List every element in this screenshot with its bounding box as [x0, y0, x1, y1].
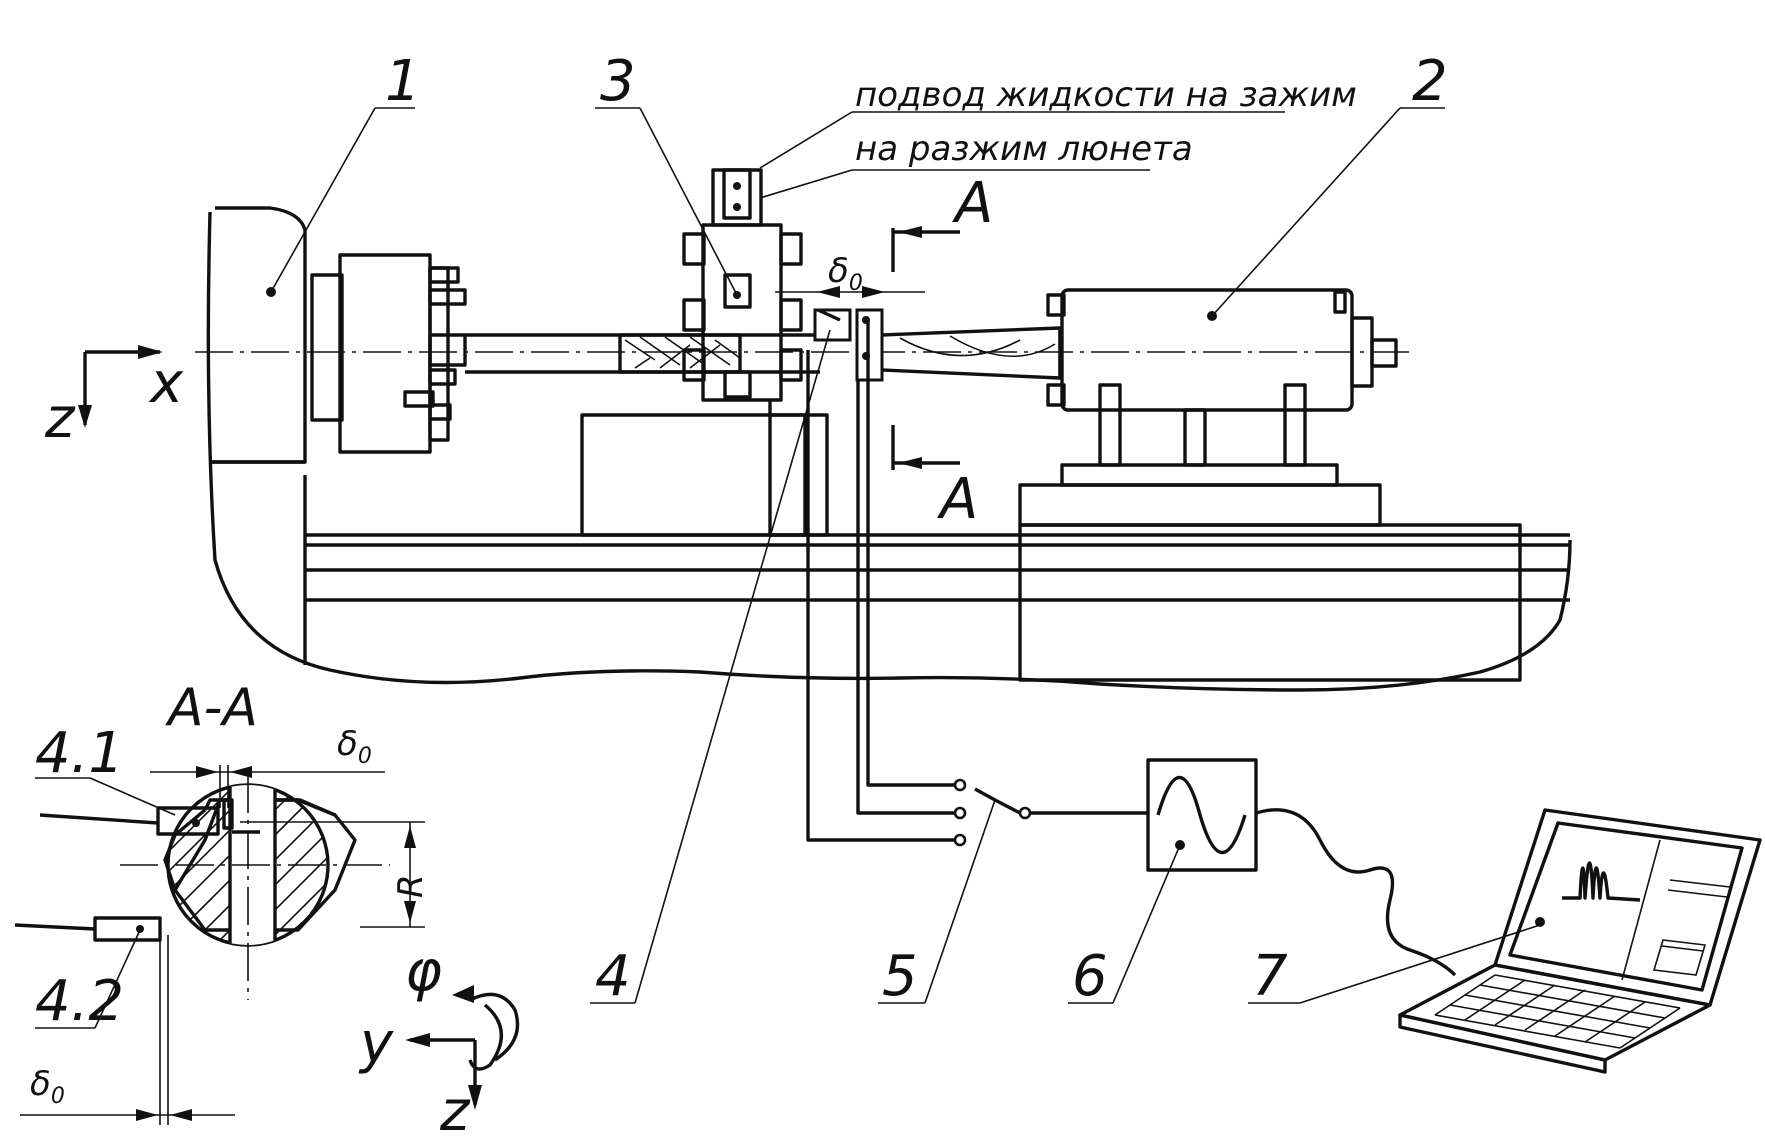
- steady-rest: [580, 168, 829, 537]
- laptop: [1398, 808, 1762, 1074]
- axes-main: x z: [44, 345, 184, 451]
- axis-phi-label: φ: [405, 939, 442, 1004]
- callout-label-3: 3: [600, 49, 636, 114]
- headstock: [210, 206, 307, 464]
- switch: [953, 778, 1148, 847]
- note-fluid-clamp: подвод жидкости на зажим: [855, 75, 1357, 115]
- axis-z-label-main: z: [44, 386, 76, 451]
- callout-5: 5: [878, 799, 996, 1009]
- gap-delta-main: δ: [828, 251, 849, 291]
- section-letter-bottom: А: [937, 467, 978, 532]
- section-view: А-А R: [14, 678, 520, 1144]
- section-marker-top: А: [891, 171, 993, 272]
- sensor-wires: [806, 320, 955, 842]
- callout-3: 3: [595, 49, 738, 296]
- spindle-unit: [1018, 288, 1522, 682]
- fluid-notes: подвод жидкости на зажим на разжим люнет…: [759, 75, 1357, 199]
- callout-4: 4: [590, 329, 831, 1009]
- gap-delta-bottom: δ: [30, 1064, 51, 1104]
- callout-label-2: 2: [1412, 49, 1448, 114]
- svg-text:δ0: δ0: [337, 724, 372, 769]
- callout-label-4-2: 4.2: [35, 969, 124, 1034]
- svg-text:δ0: δ0: [828, 251, 863, 296]
- callout-label-7: 7: [1252, 944, 1288, 1009]
- callout-1: 1: [270, 49, 421, 293]
- gap-dimension-main: δ0: [775, 251, 925, 298]
- drill-tool: [881, 326, 1062, 380]
- section-marker-bottom: А: [891, 425, 978, 532]
- gap-sub-top: 0: [358, 744, 372, 769]
- axis-z-label-section: z: [439, 1079, 471, 1141]
- callout-7: 7: [1248, 924, 1541, 1009]
- gap-sub-main: 0: [849, 271, 863, 296]
- callout-label-5: 5: [882, 944, 918, 1009]
- workpiece-shaft: [465, 333, 820, 374]
- axis-y-label: y: [358, 1011, 394, 1076]
- note-steady-unclamp: на разжим люнета: [855, 129, 1193, 169]
- callout-label-4: 4: [595, 944, 631, 1009]
- signal-analyzer: [1146, 758, 1457, 977]
- svg-text:δ0: δ0: [30, 1064, 65, 1109]
- section-letter-top: А: [952, 171, 993, 236]
- axis-x-label: x: [148, 351, 184, 416]
- gap-delta-top: δ: [337, 724, 358, 764]
- section-title: А-А: [165, 678, 258, 738]
- chuck: [310, 253, 467, 454]
- callout-label-1: 1: [385, 49, 421, 114]
- callout-2: 2: [1211, 49, 1448, 317]
- gap-sub-bottom: 0: [51, 1084, 65, 1109]
- callout-label-4-1: 4.1: [35, 721, 124, 786]
- machine-bed: [206, 211, 1572, 692]
- radius-label: R: [391, 874, 431, 898]
- callout-label-6: 6: [1072, 944, 1108, 1009]
